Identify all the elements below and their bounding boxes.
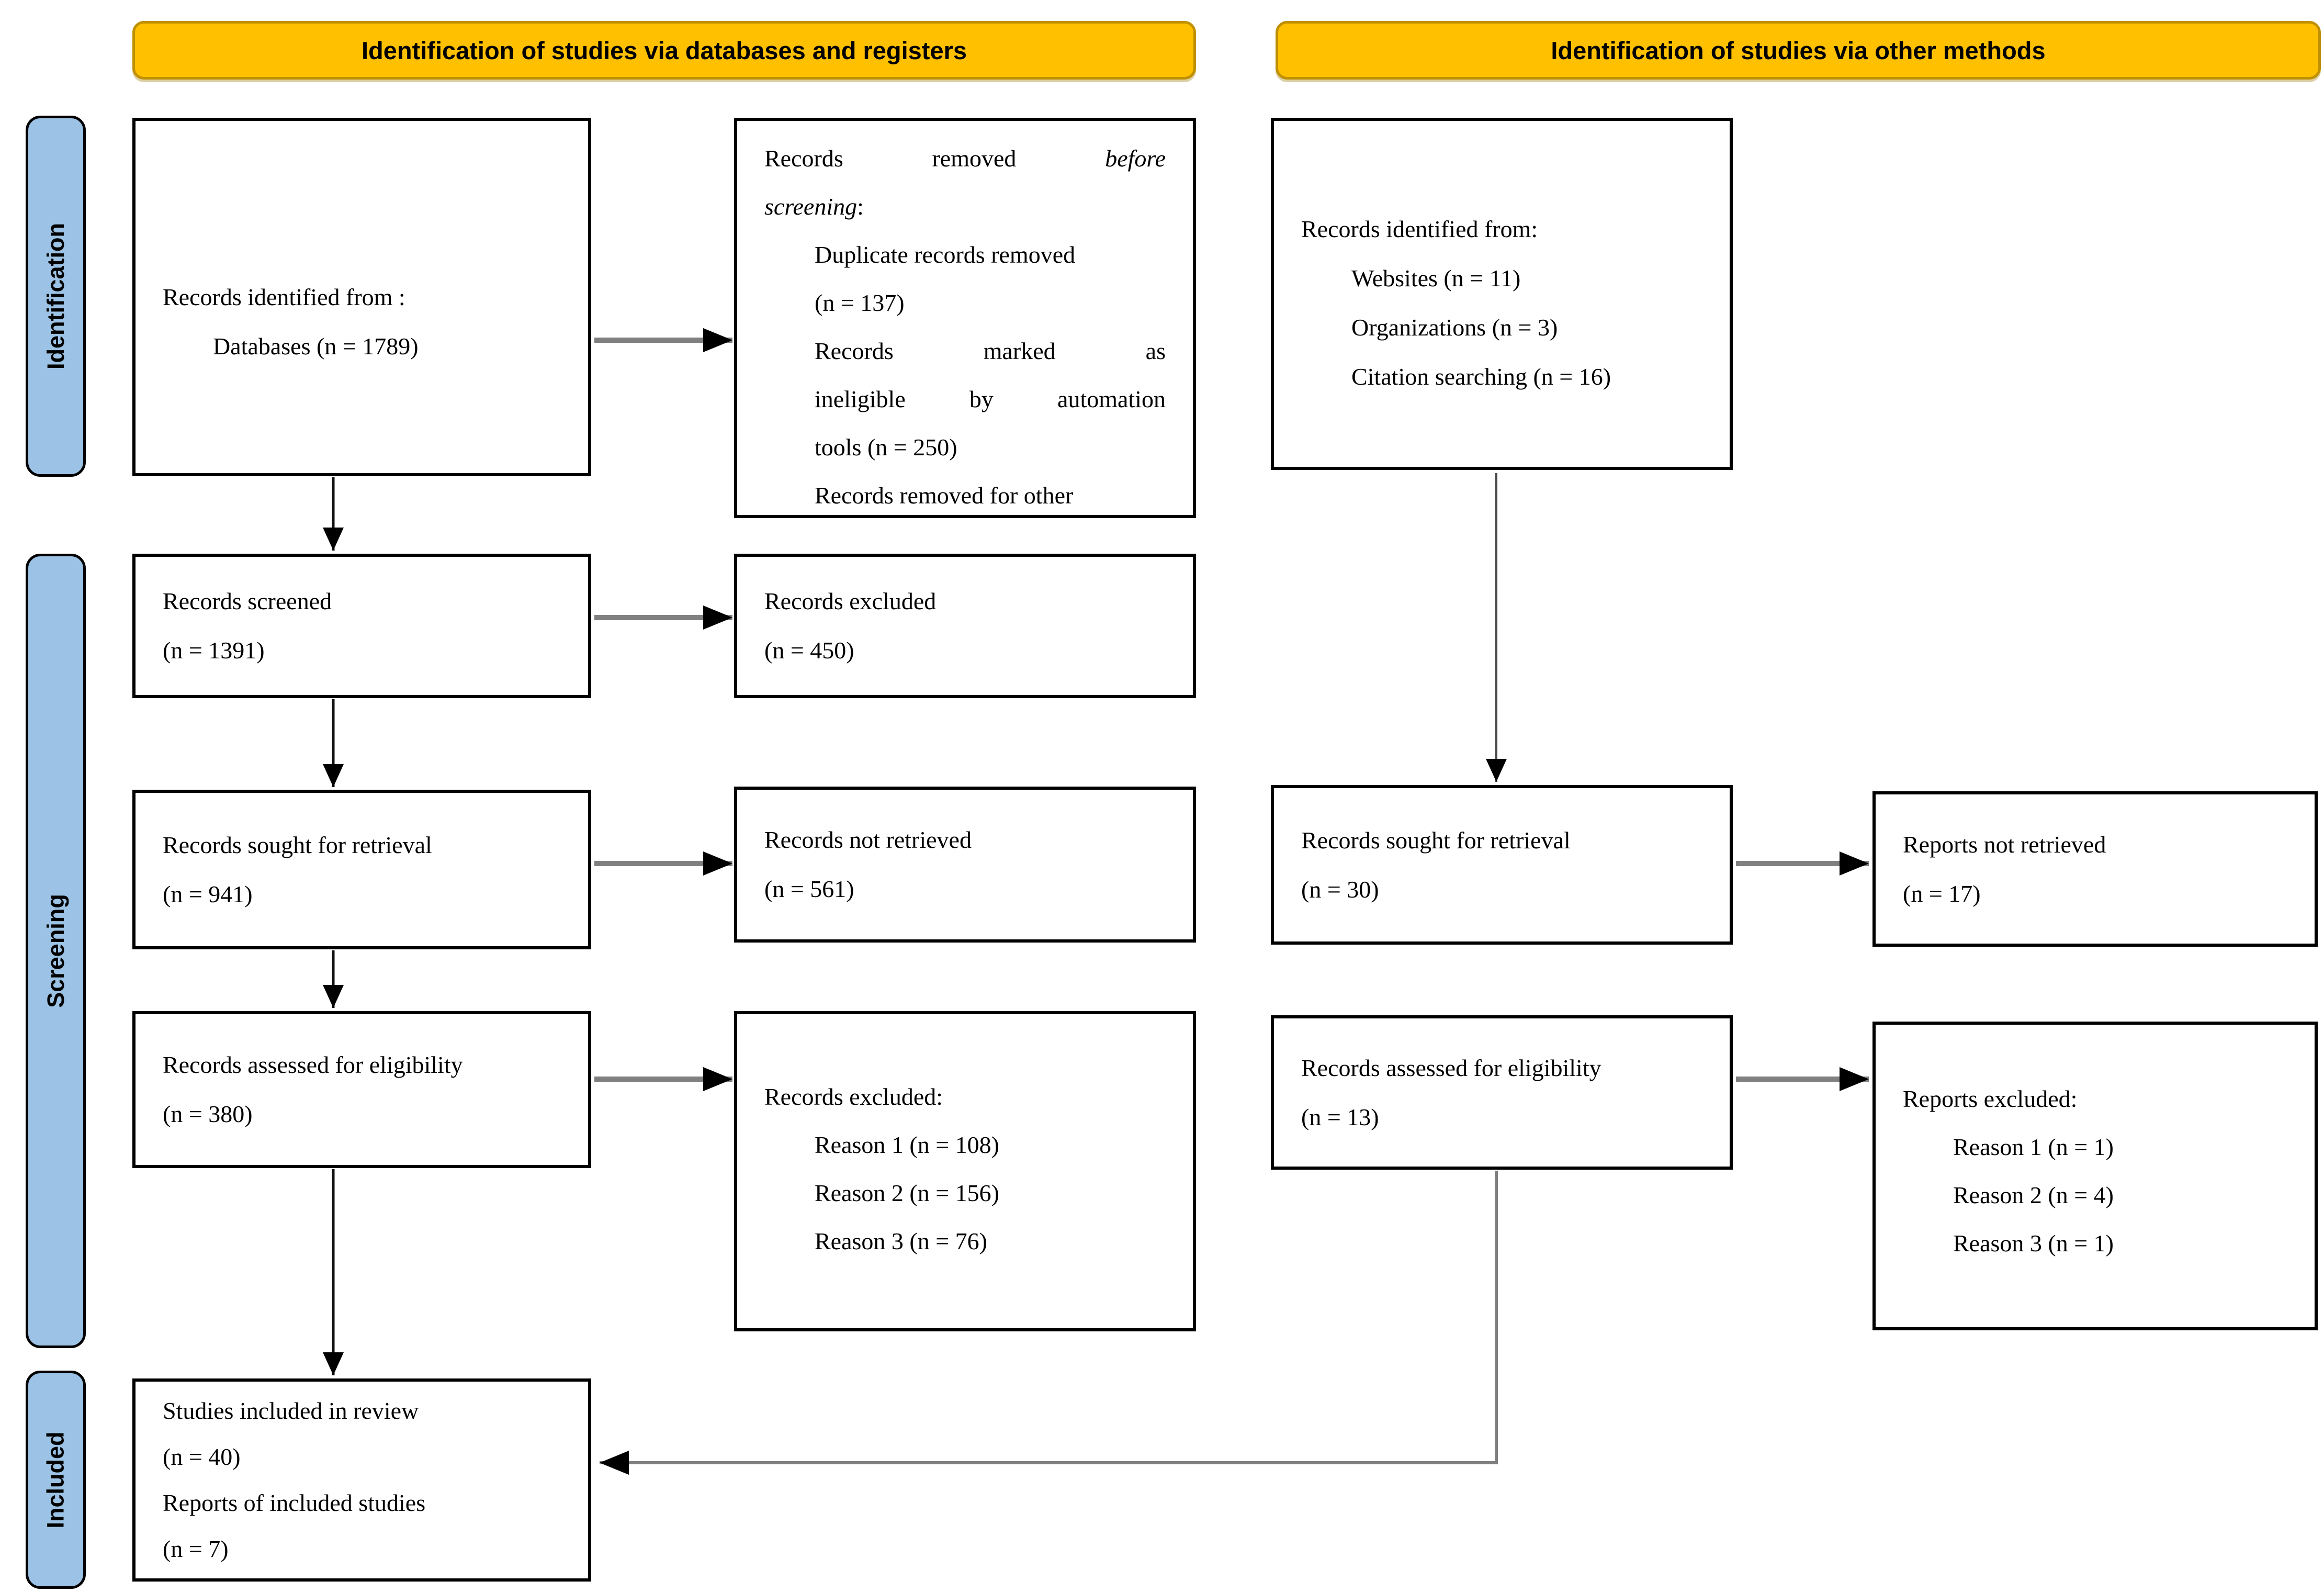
text-line: tools (n = 250) [815,434,957,461]
text-line: Records screened [163,588,332,614]
box-records-assessed-eligibility-other: Records assessed for eligibility (n = 13) [1271,1015,1733,1170]
box-records-sought-retrieval-databases: Records sought for retrieval (n = 941) [132,790,591,949]
stage-label-screening: Screening [42,894,69,1008]
text-line: (n = 7) [163,1535,229,1562]
text-line: Studies included in review [163,1397,419,1424]
text-line: (n = 30) [1301,876,1379,903]
text-line: Records excluded [764,588,937,614]
text-line: Citation searching (n = 16) [1351,363,1611,390]
text-line: Reason 1 (n = 108) [815,1131,999,1158]
box-records-excluded: Records excluded (n = 450) [734,554,1196,698]
box-records-removed-before-screening: Records removed before screening: Duplicat… [734,118,1196,518]
text-line: (n = 40) [163,1443,241,1470]
text-line: (n = 941) [163,880,253,907]
text-line: (n = 137) [815,289,905,316]
box-records-excluded-reasons: Records excluded: Reason 1 (n = 108) Reaso… [734,1011,1196,1331]
text-line: Records identified from : [163,284,405,310]
text-line: (n = 13) [1301,1103,1379,1130]
text-line: Duplicate records removed [815,241,1076,268]
text-line: Records removed before [764,145,1166,172]
stage-bar-included: Included [26,1371,86,1589]
text-line: Records sought for retrieval [1301,826,1571,854]
text-line: ineligible by automation [815,386,1166,412]
box-records-identified-databases: Records identified from : Databases (n = … [132,118,591,476]
text-line: Records removed for other [815,482,1074,509]
text-line: (n = 561) [764,876,854,902]
header-other-methods: Identification of studies via other meth… [1276,21,2321,80]
text-line: Organizations (n = 3) [1351,314,1558,341]
text-line: Reports not retrieved [1903,831,2106,858]
text-line: (n = 380) [163,1101,253,1127]
box-reports-not-retrieved: Reports not retrieved (n = 17) [1872,791,2318,947]
text-line: Records excluded: [764,1083,943,1110]
text-line: Reports excluded: [1903,1085,2078,1112]
box-records-sought-retrieval-other: Records sought for retrieval (n = 30) [1271,785,1733,945]
box-records-screened: Records screened (n = 1391) [132,554,591,698]
text-line: Reason 3 (n = 1) [1953,1230,2114,1257]
header-databases-registers: Identification of studies via databases … [132,21,1196,80]
box-records-not-retrieved: Records not retrieved (n = 561) [734,787,1196,943]
stage-bar-screening: Screening [26,554,86,1348]
box-studies-included-in-review: Studies included in review (n = 40) Report… [132,1378,591,1582]
text-line: screening: [764,193,864,220]
box-records-assessed-eligibility-databases: Records assessed for eligibility (n = 380… [132,1011,591,1168]
text-line: (n = 17) [1903,880,1981,907]
text-line: Databases (n = 1789) [213,333,419,360]
text-line: Records sought for retrieval [163,831,432,858]
text-line: (n = 1391) [163,637,265,664]
box-records-identified-other-methods: Records identified from: Websites (n = 11… [1271,118,1733,470]
text-line: Websites (n = 11) [1351,265,1521,292]
text-line: (n = 450) [764,637,854,664]
stage-bar-identification: Identification [26,116,86,477]
box-reports-excluded-reasons: Reports excluded: Reason 1 (n = 1) Reason … [1872,1022,2318,1330]
text-line: Records identified from: [1301,216,1538,242]
text-line: Records not retrieved [764,826,972,853]
stage-label-identification: Identification [42,223,69,369]
text-line: Reason 2 (n = 4) [1953,1182,2114,1208]
text-line: Records assessed for eligibility [163,1051,463,1078]
text-line: Records assessed for eligibility [1301,1054,1601,1081]
stage-label-included: Included [42,1431,69,1529]
text-line: Reason 2 (n = 156) [815,1180,999,1206]
text-line: Reason 1 (n = 1) [1953,1134,2114,1160]
text-line: Reports of included studies [163,1489,426,1516]
text-line: Reason 3 (n = 76) [815,1228,987,1254]
text-line: Records marked as [815,338,1166,364]
